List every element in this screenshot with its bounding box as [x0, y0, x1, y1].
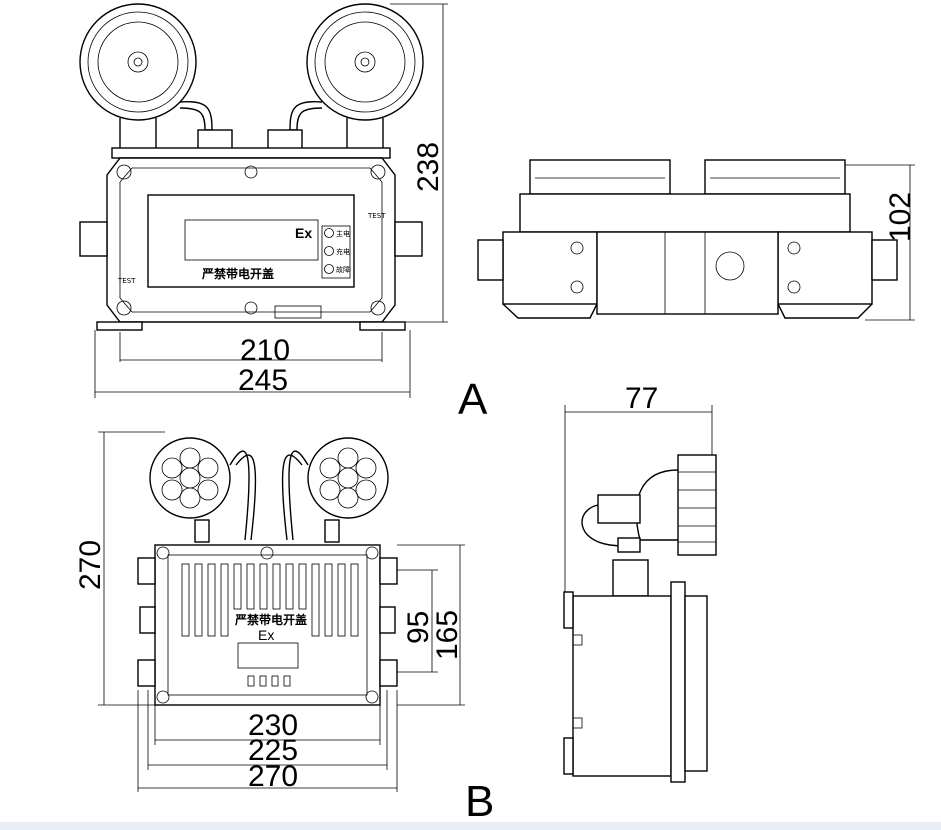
dim-225: 225: [248, 734, 298, 767]
indicator-main-power: 主电: [336, 229, 350, 238]
view-a-front: Ex 主电 充电 故障 严禁带电开盖 TEST TEST 21: [79, 3, 917, 398]
test-label-right: TEST: [367, 212, 386, 220]
dim-77: 77: [625, 382, 658, 415]
panel-warning-text-b: 严禁带电开盖: [234, 612, 307, 627]
panel-ex-mark: Ex: [295, 225, 312, 241]
dim-210: 210: [240, 334, 290, 367]
dim-238: 238: [412, 142, 445, 192]
view-a-label: A: [458, 375, 488, 424]
view-b-side: 77: [563, 382, 717, 783]
dim-270-width: 270: [248, 760, 298, 793]
panel-ex-mark-b: Ex: [258, 627, 274, 643]
dim-165: 165: [431, 610, 464, 660]
dimension-lines-b: [98, 431, 465, 792]
lamp-head-right: [289, 3, 424, 150]
bottom-strip: [0, 822, 941, 830]
lamp-head-left: [79, 3, 213, 150]
dimension-lines-a: [94, 3, 915, 398]
dim-95: 95: [402, 611, 435, 644]
indicator-charging: 充电: [336, 247, 350, 256]
dim-270-height: 270: [74, 540, 107, 590]
test-label-left: TEST: [117, 277, 136, 285]
indicator-panel: Ex 主电 充电 故障 严禁带电开盖: [147, 194, 355, 288]
dim-102: 102: [884, 192, 917, 242]
dim-245: 245: [238, 364, 288, 397]
view-b-label: B: [465, 777, 494, 826]
indicator-fault: 故障: [336, 265, 350, 274]
view-a-side: [477, 159, 898, 319]
lamp-head-b-right: [307, 437, 389, 519]
panel-warning-text: 严禁带电开盖: [201, 266, 274, 281]
view-b-top: 严禁带电开盖 Ex 270: [74, 431, 465, 793]
lamp-head-b-left: [149, 437, 231, 519]
dim-230: 230: [248, 709, 298, 742]
dimension-lines-b-side: [564, 405, 713, 592]
